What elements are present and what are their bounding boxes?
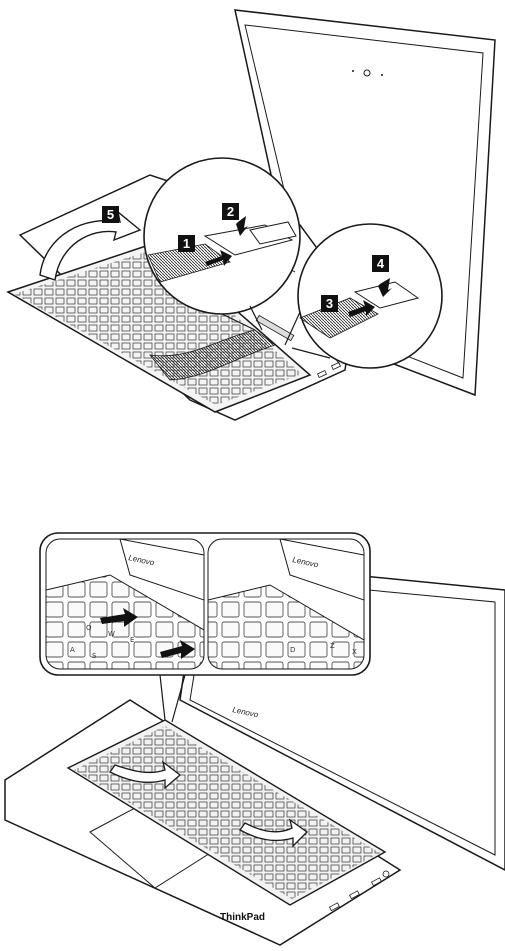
- svg-text:4: 4: [377, 256, 385, 271]
- top-illustration: 5 1 2 3 4: [8, 10, 495, 420]
- svg-text:5: 5: [107, 207, 114, 222]
- svg-text:S: S: [92, 652, 97, 660]
- zoom-panel-right: Lenovo Z X D: [208, 539, 364, 669]
- svg-text:A: A: [70, 646, 75, 654]
- svg-text:X: X: [352, 648, 357, 656]
- svg-text:Z: Z: [330, 642, 335, 650]
- svg-text:Q: Q: [86, 624, 92, 632]
- svg-text:2: 2: [227, 204, 234, 219]
- svg-text:3: 3: [326, 296, 333, 311]
- svg-text:D: D: [290, 646, 295, 654]
- step-box-1: 1: [178, 235, 195, 252]
- svg-text:W: W: [108, 630, 115, 638]
- zoom-panel-left: Lenovo Q W E A S: [46, 539, 204, 669]
- bottom-illustration: Lenovo ThinkPad Lenovo: [5, 533, 505, 945]
- step-box-2: 2: [222, 203, 239, 220]
- step-box-3: 3: [321, 295, 338, 312]
- step-box-5: 5: [102, 206, 119, 223]
- step-box-4: 4: [372, 255, 389, 272]
- svg-text:E: E: [130, 636, 134, 644]
- brand-label: ThinkPad: [220, 912, 265, 923]
- svg-text:1: 1: [183, 236, 190, 251]
